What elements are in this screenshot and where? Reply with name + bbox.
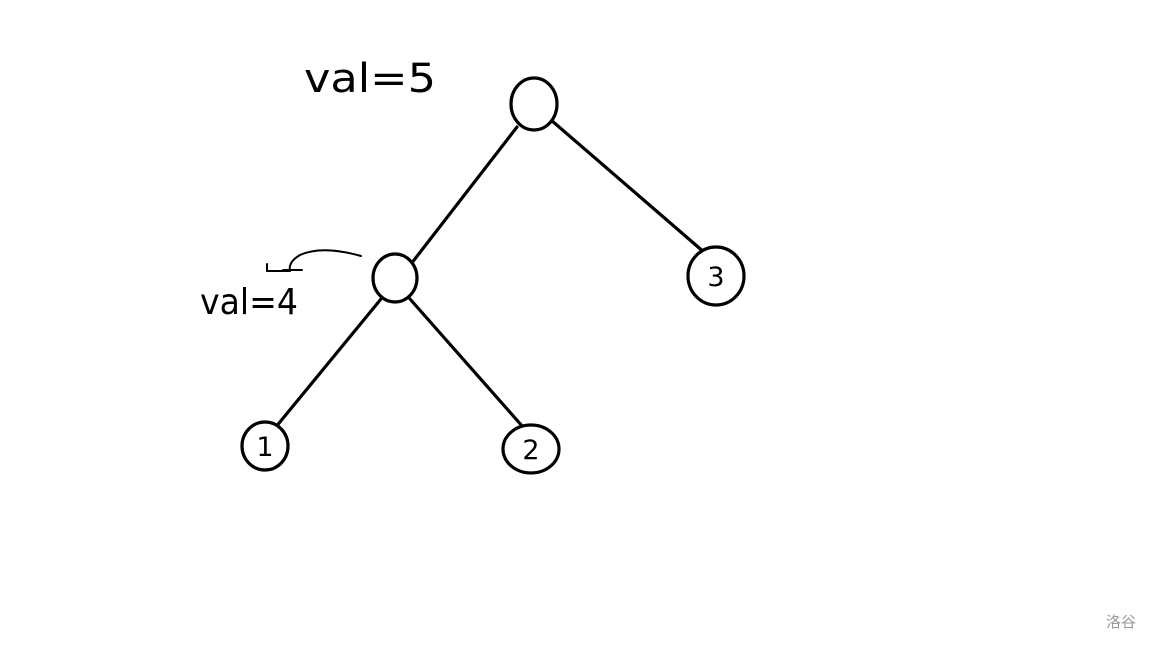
watermark: 洛谷 (1105, 613, 1136, 631)
left-value-annotation: val=4 (200, 282, 298, 323)
edge-left-leftleaf (273, 297, 383, 430)
tree-node-left-child (371, 252, 419, 304)
node-label: 1 (256, 432, 273, 463)
tree-node-right-child: 3 (686, 245, 746, 307)
edge-root-right (549, 118, 707, 255)
edge-root-left (409, 125, 519, 266)
tree-node-leaf-1: 1 (240, 420, 290, 472)
root-value-annotation: val=5 (304, 56, 436, 102)
edge-left-rightleaf (408, 297, 525, 429)
annotation-pointer-stroke (266, 249, 362, 272)
tree-node-root (509, 76, 559, 132)
tree-node-leaf-2: 2 (501, 423, 561, 475)
node-label: 3 (707, 262, 724, 293)
node-label: 2 (522, 435, 539, 466)
